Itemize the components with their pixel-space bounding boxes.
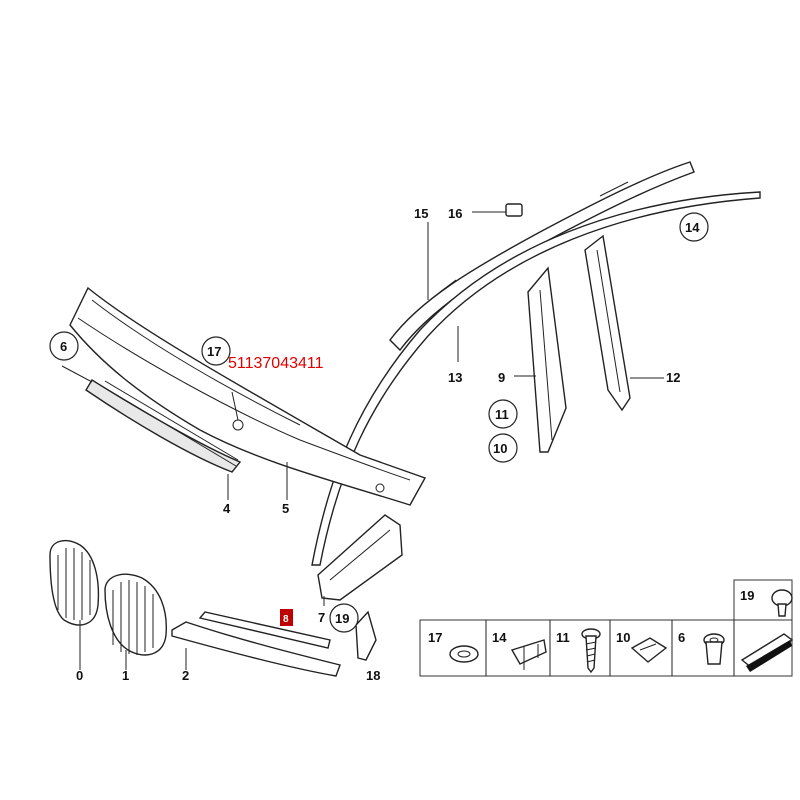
highlight-8[interactable]: 8 [280,609,293,626]
part-number-label: 51137043411 [228,355,324,372]
svg-text:11: 11 [556,630,570,645]
door-trim-12 [584,234,631,412]
svg-text:13: 13 [448,370,462,385]
callout-12: 12 [666,370,680,385]
svg-text:10: 10 [493,441,507,456]
callout-18: 18 [366,668,380,683]
door-trim-9 [527,266,567,453]
legend-item-14: 14 [492,630,547,670]
callout-13: 13 [448,370,462,385]
svg-text:7: 7 [318,610,325,625]
callout-19: 19 [329,603,359,633]
callout-0: 0 [76,668,83,683]
svg-text:19: 19 [335,611,349,626]
a-pillar-trim-13 [311,191,761,566]
svg-text:16: 16 [448,206,462,221]
svg-text:10: 10 [616,630,630,645]
svg-text:15: 15 [414,206,428,221]
svg-text:9: 9 [498,370,505,385]
callout-6: 6 [49,331,79,361]
legend-item-11: 11 [556,628,601,674]
callout-4: 4 [223,501,231,516]
callout-11: 11 [488,399,518,429]
svg-text:51137043411: 51137043411 [228,355,324,372]
kidney-grille-right [104,573,167,656]
callout-7: 7 [318,610,325,625]
bracket-7 [317,514,403,601]
callout-5: 5 [282,501,289,516]
callout-15: 15 [414,206,428,221]
svg-text:1: 1 [122,668,129,683]
svg-text:5: 5 [282,501,289,516]
trim-strip-2 [171,621,341,677]
bracket-18 [355,610,377,661]
svg-text:18: 18 [366,668,380,683]
svg-text:17: 17 [428,630,442,645]
svg-text:8: 8 [283,614,289,625]
svg-text:0: 0 [76,668,83,683]
legend-item-6: 6 [678,630,725,665]
callout-10: 10 [488,433,518,463]
clip-16 [505,203,523,217]
svg-text:19: 19 [740,588,754,603]
svg-text:14: 14 [492,630,507,645]
callout-2: 2 [182,668,189,683]
svg-text:12: 12 [666,370,680,385]
trim-strip-8 [198,611,331,649]
svg-text:14: 14 [685,220,700,235]
svg-text:6: 6 [60,339,67,354]
callout-1: 1 [122,668,129,683]
callout-14: 14 [679,212,709,242]
svg-text:4: 4 [223,501,231,516]
cowl-panel-5 [69,286,427,506]
leader-lines [61,211,664,670]
svg-text:17: 17 [207,344,221,359]
svg-text:6: 6 [678,630,685,645]
legend-item-17: 17 [428,630,479,663]
svg-text:2: 2 [182,668,189,683]
svg-text:11: 11 [495,407,509,422]
legend-item-10: 10 [616,630,668,663]
grille-strip-4 [85,379,242,473]
hardware-legend: 17 14 11 10 6 19 [419,579,794,677]
callout-9: 9 [498,370,505,385]
callout-16: 16 [448,206,462,221]
legend-item-19-box: 19 [733,579,794,672]
callout-17: 17 [201,336,231,366]
kidney-grille-left [49,539,100,626]
